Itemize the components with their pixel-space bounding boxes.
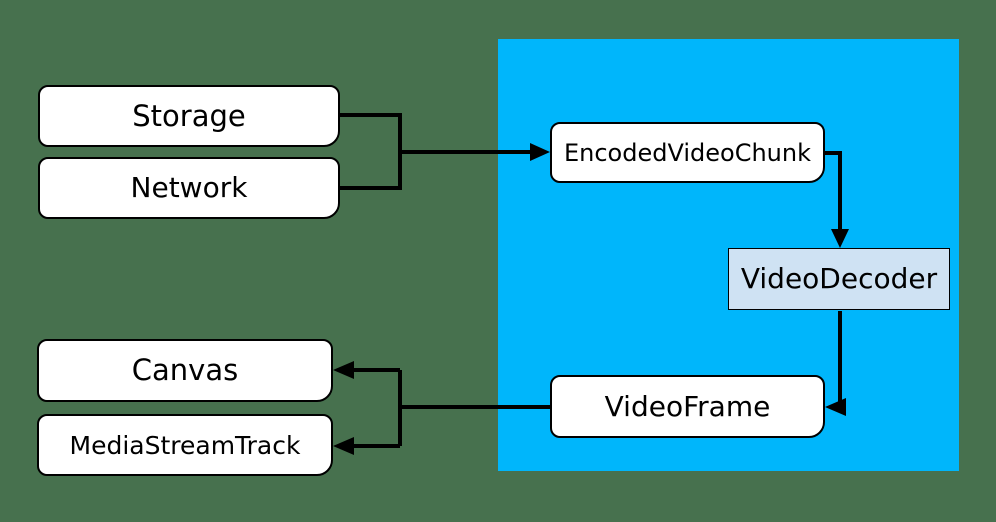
arrowhead-into-mediastreamtrack bbox=[333, 437, 354, 455]
arrowhead-into-canvas bbox=[333, 361, 354, 379]
connector-sources-merge bbox=[340, 113, 402, 190]
node-encodedvideochunk: EncodedVideoChunk bbox=[550, 122, 825, 183]
node-network: Network bbox=[38, 157, 340, 219]
node-canvas-label: Canvas bbox=[131, 353, 239, 387]
node-mediastreamtrack-label: MediaStreamTrack bbox=[69, 430, 301, 460]
node-encodedvideochunk-label: EncodedVideoChunk bbox=[563, 138, 812, 167]
node-videoframe-label: VideoFrame bbox=[604, 389, 771, 423]
node-videodecoder: VideoDecoder bbox=[728, 248, 950, 310]
node-videodecoder-label: VideoDecoder bbox=[740, 262, 938, 295]
node-canvas: Canvas bbox=[37, 339, 333, 402]
node-storage: Storage bbox=[38, 85, 340, 147]
node-mediastreamtrack: MediaStreamTrack bbox=[37, 414, 333, 476]
node-videoframe: VideoFrame bbox=[550, 375, 825, 438]
node-network-label: Network bbox=[130, 171, 248, 204]
node-storage-label: Storage bbox=[132, 98, 246, 133]
